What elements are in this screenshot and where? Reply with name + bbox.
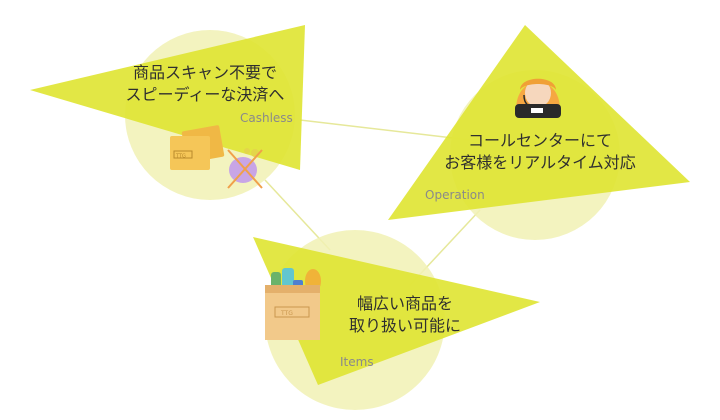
coin-purse-crossed-icon: [227, 148, 263, 189]
grocery-bag-icon: TTG: [265, 268, 321, 340]
operation-line-2: お客様をリアルタイム対応: [444, 153, 636, 172]
triangle-operation: [388, 25, 690, 220]
cashless-line-1: 商品スキャン不要で: [132, 63, 277, 82]
bag-brand-mark: TTG: [280, 310, 293, 317]
items-line-2: 取り扱い可能に: [348, 316, 461, 335]
items-tag: Items: [340, 355, 374, 369]
triangle-items: [253, 237, 540, 385]
card-icon: TTG: [170, 125, 225, 170]
cashless-tag: Cashless: [240, 111, 293, 125]
items-line-1: 幅広い商品を: [356, 294, 453, 313]
operation-label: コールセンターにて お客様をリアルタイム対応: [425, 130, 655, 174]
triangle-cashless: [30, 25, 305, 170]
connector-cashless-operation: [299, 119, 471, 141]
items-label: 幅広い商品を 取り扱い可能に: [340, 293, 470, 337]
cashless-line-2: スピーディーな決済へ: [125, 85, 285, 104]
card-brand-mark: TTG: [175, 154, 186, 160]
cashless-label: 商品スキャン不要で スピーディーな決済へ: [115, 62, 295, 106]
operator-headset-icon: [515, 78, 561, 118]
operation-line-1: コールセンターにて: [467, 131, 612, 150]
operation-tag: Operation: [425, 188, 485, 202]
